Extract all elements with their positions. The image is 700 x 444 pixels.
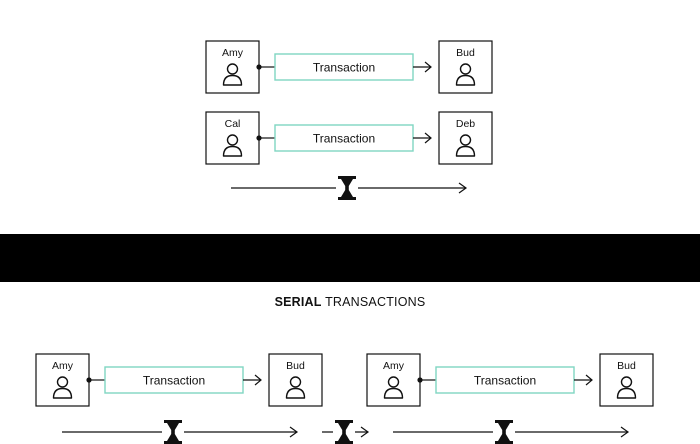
- person-icon: [285, 376, 306, 399]
- serial-section-title: SERIAL TRANSACTIONS: [275, 295, 426, 309]
- transaction-label: Transaction: [313, 132, 375, 146]
- arrow-right-icon: [574, 374, 593, 386]
- person-icon: [616, 376, 637, 399]
- receiver-box: Deb: [438, 111, 493, 165]
- receiver-box-label: Bud: [617, 360, 636, 372]
- sender-box-label: Cal: [225, 118, 241, 130]
- transaction-box: Transaction: [274, 53, 414, 81]
- transaction-label: Transaction: [474, 374, 536, 388]
- sender-box: Amy: [35, 353, 90, 407]
- section-divider-band: [0, 234, 700, 282]
- transaction-box: Transaction: [104, 366, 244, 394]
- arrow-right-icon: [413, 132, 432, 144]
- sender-box-label: Amy: [383, 360, 405, 372]
- receiver-box: Bud: [268, 353, 323, 407]
- arrow-right-icon: [360, 426, 370, 438]
- person-icon: [52, 376, 73, 399]
- arrow-right-icon: [413, 61, 432, 73]
- timeline: [231, 174, 468, 202]
- person-icon: [383, 376, 404, 399]
- person-icon: [222, 134, 243, 157]
- person-icon: [455, 134, 476, 157]
- arrow-right-icon: [289, 426, 299, 438]
- receiver-box-label: Bud: [456, 47, 475, 59]
- person-icon: [222, 63, 243, 86]
- transaction-label: Transaction: [313, 61, 375, 75]
- timeline: [393, 418, 630, 444]
- transaction-label: Transaction: [143, 374, 205, 388]
- receiver-box-label: Deb: [456, 118, 475, 130]
- sender-box: Amy: [366, 353, 421, 407]
- timeline: [62, 418, 299, 444]
- arrow-right-icon: [243, 374, 262, 386]
- arrow-right-icon: [458, 182, 468, 194]
- person-icon: [455, 63, 476, 86]
- sender-box-label: Amy: [222, 47, 244, 59]
- receiver-box-label: Bud: [286, 360, 305, 372]
- sender-box: Amy: [205, 40, 260, 94]
- arrow-right-icon: [620, 426, 630, 438]
- receiver-box: Bud: [438, 40, 493, 94]
- timeline: [322, 418, 370, 444]
- transaction-box: Transaction: [435, 366, 575, 394]
- sender-box: Cal: [205, 111, 260, 165]
- receiver-box: Bud: [599, 353, 654, 407]
- transaction-box: Transaction: [274, 124, 414, 152]
- sender-box-label: Amy: [52, 360, 74, 372]
